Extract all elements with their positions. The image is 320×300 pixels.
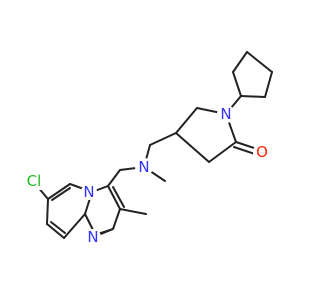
structure-svg: N O N N N Cl: [24, 51, 273, 246]
bond: [233, 146, 256, 155]
atom-label-layer: N O N N N Cl: [24, 105, 271, 246]
bond: [97, 228, 114, 235]
atom-n-imidazole: N: [85, 228, 101, 246]
bond: [51, 187, 71, 201]
atom-n-amine: N: [135, 158, 153, 176]
atom-label-o: O: [256, 143, 268, 161]
bond: [264, 71, 273, 98]
bond: [46, 198, 49, 225]
bond: [149, 132, 177, 146]
atom-cl: Cl: [24, 172, 46, 190]
atom-label-n: N: [83, 183, 94, 201]
bond: [112, 208, 121, 230]
atom-label-n: N: [138, 158, 149, 176]
bond: [208, 141, 237, 163]
bond: [235, 141, 258, 150]
bond: [175, 132, 210, 163]
bond: [246, 51, 273, 73]
bond: [107, 169, 121, 187]
atom-label-cl: Cl: [27, 172, 42, 190]
bond: [232, 71, 242, 97]
bond: [112, 186, 125, 208]
bond: [232, 51, 248, 73]
bond: [175, 107, 198, 134]
atom-n-bridgehead: N: [81, 183, 97, 201]
bond: [50, 221, 66, 234]
bond: [47, 183, 71, 200]
molecule-diagram: N O N N N Cl: [24, 51, 273, 246]
atom-label-n: N: [220, 105, 231, 123]
atom-o-carbonyl: O: [253, 143, 271, 161]
atom-n-pyrrolidinone: N: [217, 105, 235, 123]
atom-label-n: N: [87, 228, 98, 246]
bond: [119, 208, 147, 215]
bond: [63, 213, 86, 239]
bond-layer: [36, 51, 273, 239]
bond: [46, 223, 65, 239]
bond: [240, 95, 266, 98]
bond: [107, 185, 121, 210]
